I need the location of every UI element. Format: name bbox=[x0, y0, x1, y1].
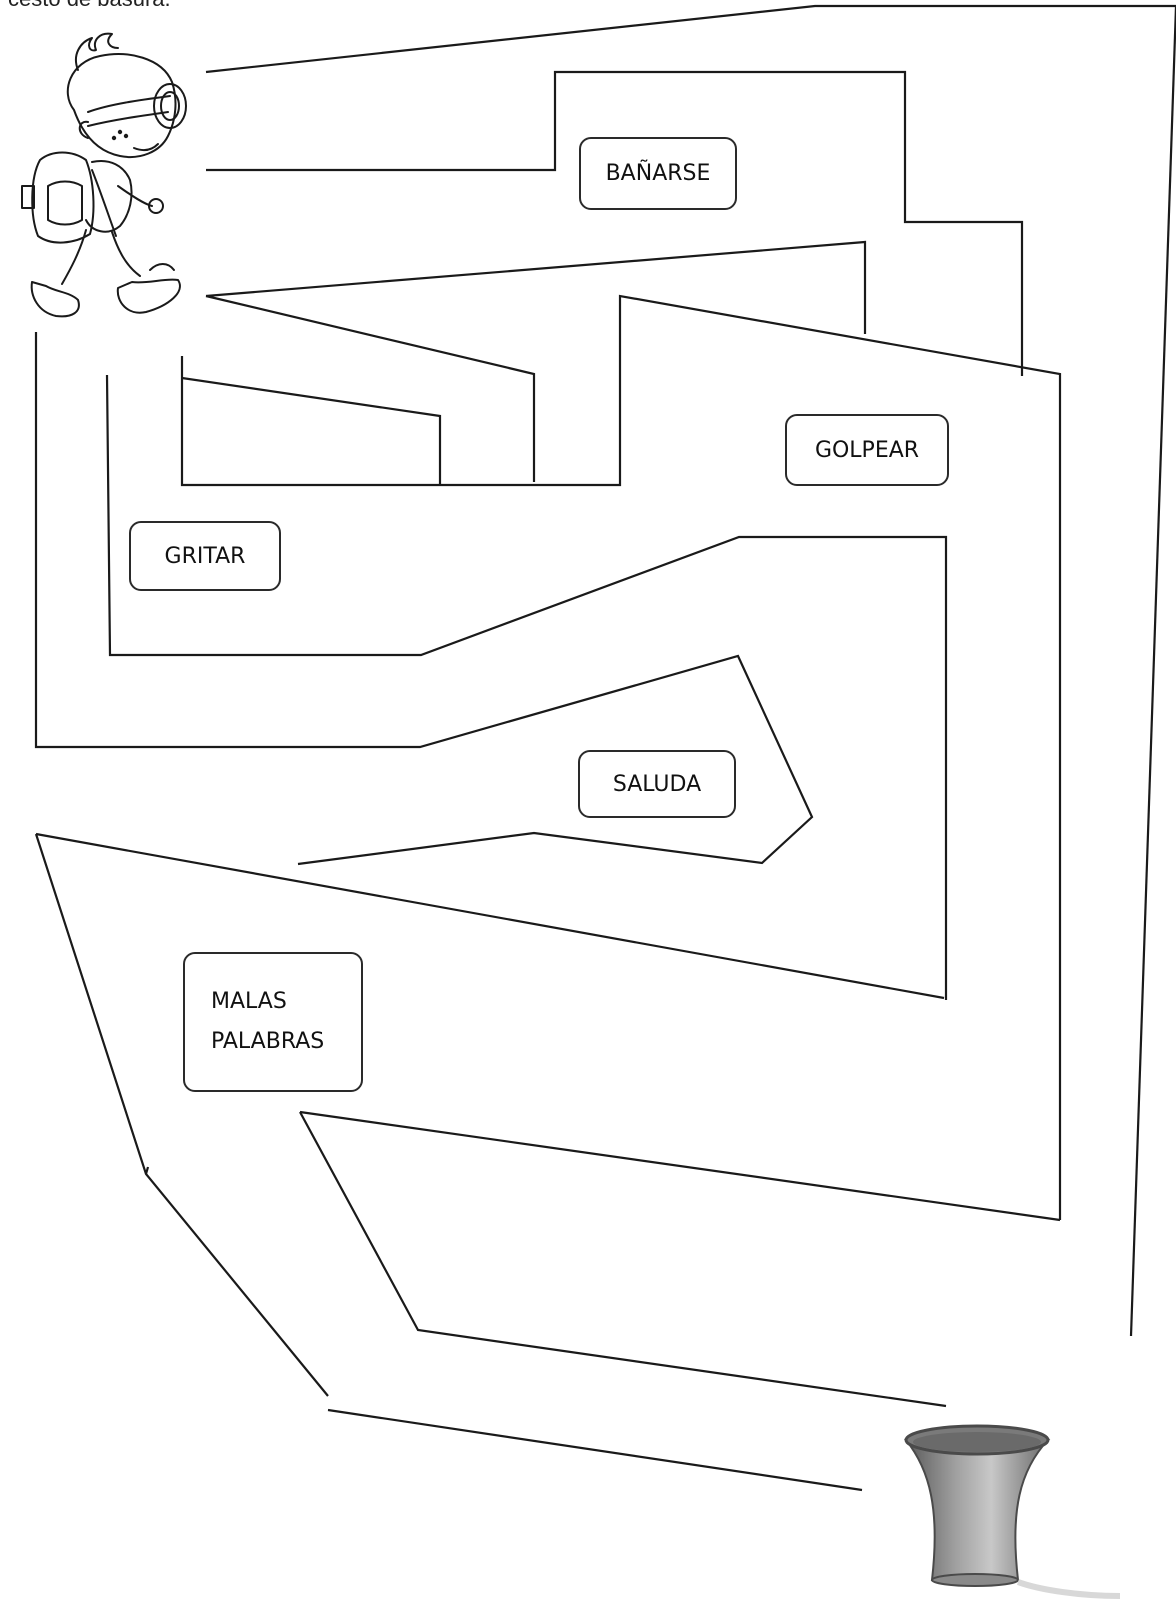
maze-wall bbox=[105, 374, 948, 1000]
maze-wall bbox=[299, 1111, 947, 1408]
maze-wall bbox=[144, 1166, 150, 1175]
word-box-malas-line1: MALAS bbox=[211, 989, 287, 1014]
maze-wall bbox=[35, 832, 945, 1000]
maze-wall bbox=[181, 376, 442, 485]
word-box-banarse: BAÑARSE bbox=[579, 137, 737, 210]
maze-wall bbox=[34, 332, 814, 866]
wastebasket-icon bbox=[903, 1424, 1121, 1599]
maze-wall bbox=[206, 70, 1024, 376]
header-text: cesto de basura. bbox=[8, 0, 171, 12]
maze-wall bbox=[205, 294, 536, 482]
maze-wall bbox=[327, 1408, 863, 1492]
word-box-golpear: GOLPEAR bbox=[785, 414, 949, 486]
child-with-backpack-icon bbox=[21, 32, 187, 318]
word-box-malas-palabras: MALAS PALABRAS bbox=[183, 952, 363, 1092]
maze-wall bbox=[180, 294, 1062, 1220]
word-box-gritar: GRITAR bbox=[129, 521, 281, 591]
maze-wall bbox=[1129, 5, 1176, 1337]
maze-wall bbox=[205, 4, 1176, 74]
maze-wall bbox=[205, 240, 867, 334]
word-box-saluda: SALUDA bbox=[578, 750, 736, 818]
maze-wall bbox=[34, 833, 329, 1397]
word-box-malas-line2: PALABRAS bbox=[211, 1029, 325, 1054]
maze-wall bbox=[299, 1110, 1061, 1222]
